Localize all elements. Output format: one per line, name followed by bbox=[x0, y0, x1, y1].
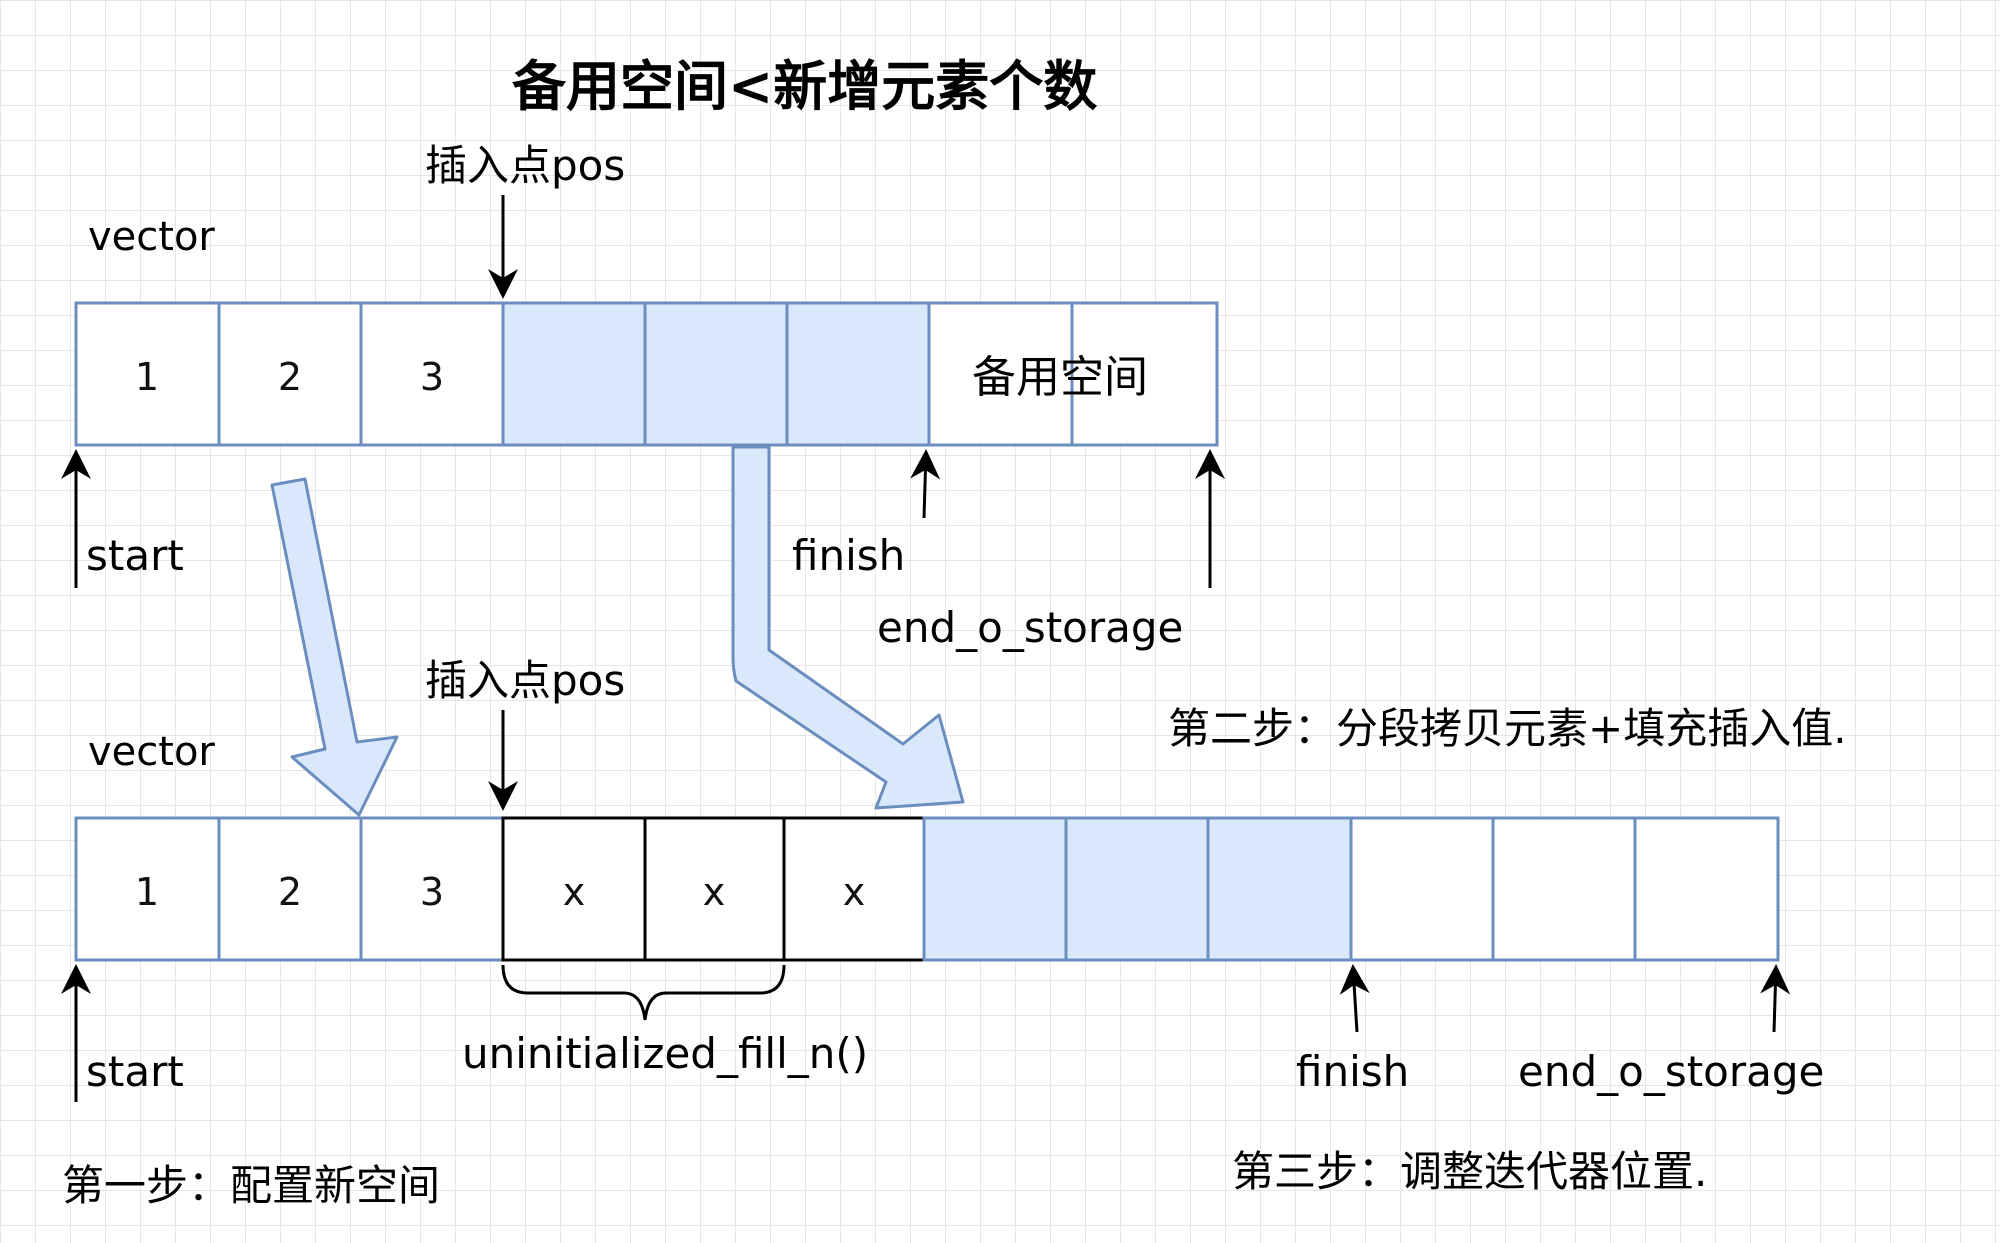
bottom-vector: 1 2 3 x x x bbox=[74, 816, 1780, 962]
top-spare-cell bbox=[1070, 301, 1219, 447]
bottom-cell-value: x bbox=[563, 870, 586, 914]
bottom-cell-value: 1 bbox=[135, 870, 159, 914]
bottom-end-label: end_o_storage bbox=[1518, 1047, 1824, 1096]
bottom-cell bbox=[74, 816, 221, 962]
top-cell-value: 2 bbox=[278, 355, 302, 399]
step3-label: 第三步：调整迭代器位置. bbox=[1232, 1147, 1707, 1196]
bottom-insert-label: 插入点pos bbox=[425, 656, 625, 705]
diagram-title: 备用空间<新增元素个数 bbox=[512, 55, 1097, 118]
top-cell bbox=[217, 301, 363, 447]
top-finish-label: finish bbox=[792, 531, 905, 580]
bottom-cell bbox=[1349, 816, 1495, 962]
bottom-cell bbox=[217, 816, 363, 962]
top-cell bbox=[785, 301, 931, 447]
bottom-cell bbox=[1491, 816, 1637, 962]
copy-front-arrow bbox=[270, 477, 399, 817]
bottom-finish-arrow bbox=[1339, 964, 1370, 1033]
top-cell bbox=[643, 301, 789, 447]
top-end-label: end_o_storage bbox=[877, 603, 1183, 652]
top-insert-label: 插入点pos bbox=[425, 141, 625, 190]
bottom-cell-value: 2 bbox=[278, 870, 302, 914]
bottom-cell bbox=[1633, 816, 1780, 962]
top-vector-label: vector bbox=[88, 214, 215, 260]
bottom-vector-label: vector bbox=[88, 729, 215, 775]
fill-label: uninitialized_fill_n() bbox=[462, 1029, 868, 1078]
top-cell-value: 1 bbox=[135, 355, 159, 399]
bottom-cell-value: 3 bbox=[420, 870, 444, 914]
top-cell-value: 3 bbox=[420, 355, 444, 399]
bottom-start-label: start bbox=[86, 1047, 184, 1096]
bottom-finish-label: finish bbox=[1296, 1047, 1409, 1096]
top-start-label: start bbox=[86, 531, 184, 580]
top-finish-arrow bbox=[910, 449, 941, 519]
top-vector: 1 2 3 备用空间 bbox=[74, 301, 1219, 447]
step2-label: 第二步：分段拷贝元素+填充插入值. bbox=[1168, 704, 1847, 753]
bottom-cell-value: x bbox=[843, 870, 866, 914]
top-spare-label: 备用空间 bbox=[972, 352, 1148, 403]
bottom-cell bbox=[359, 816, 505, 962]
bottom-cell bbox=[1206, 816, 1353, 962]
bottom-fill-cell bbox=[782, 816, 926, 962]
bottom-cell bbox=[1064, 816, 1210, 962]
bottom-fill-cell bbox=[501, 816, 647, 962]
bottom-end-arrow bbox=[1760, 964, 1791, 1033]
bottom-fill-cell bbox=[643, 816, 786, 962]
top-cell bbox=[501, 301, 647, 447]
fill-brace bbox=[501, 964, 786, 1021]
bottom-cell bbox=[922, 816, 1068, 962]
copy-back-arrow bbox=[731, 445, 965, 810]
bottom-cell-value: x bbox=[703, 870, 726, 914]
step1-label: 第一步：配置新空间 bbox=[62, 1161, 440, 1210]
top-cell bbox=[359, 301, 505, 447]
